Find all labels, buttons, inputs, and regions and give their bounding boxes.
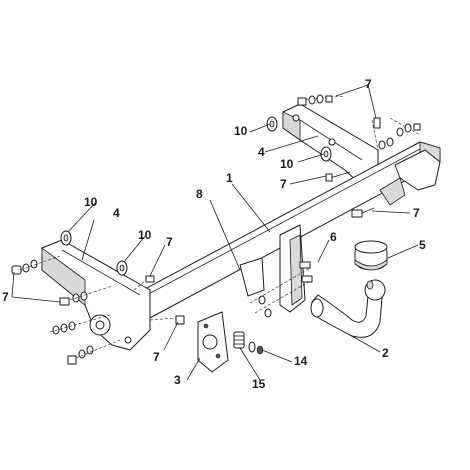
callout-3: 3 <box>174 373 181 387</box>
hardware-sets <box>11 94 421 365</box>
leader-lines <box>11 84 419 381</box>
callout-7-left-bracket: 7 <box>166 235 173 249</box>
callout-6: 6 <box>330 230 337 244</box>
callout-7-far-left: 7 <box>2 290 9 304</box>
callout-4-right: 4 <box>258 145 265 159</box>
left-side-bracket <box>41 239 151 351</box>
spring-assembly <box>233 331 264 355</box>
callout-10-left: 10 <box>84 195 98 209</box>
callout-2: 2 <box>382 346 389 360</box>
callout-7-center: 7 <box>280 177 287 191</box>
right-side-bracket <box>282 103 379 187</box>
callout-4-left: 4 <box>113 206 120 220</box>
callout-10-right-lower: 10 <box>280 157 294 171</box>
callout-5: 5 <box>419 238 426 252</box>
callout-7-right: 7 <box>413 206 420 220</box>
callout-10-right-upper: 10 <box>234 124 248 138</box>
callout-10-left-lower: 10 <box>138 228 152 242</box>
callout-7-lower: 7 <box>153 350 160 364</box>
ball-cover <box>354 240 388 271</box>
towball-neck <box>310 279 386 338</box>
callout-14: 14 <box>294 354 308 368</box>
callout-15: 15 <box>252 377 266 391</box>
socket-plate <box>197 311 229 373</box>
callout-1: 1 <box>226 171 233 185</box>
center-mount <box>239 224 306 313</box>
callout-8: 8 <box>196 187 203 201</box>
callout-7-top-right: 7 <box>365 77 372 91</box>
main-crossbar <box>114 141 441 327</box>
callout-labels: 1 2 3 4 4 5 6 7 7 7 7 7 7 8 10 10 10 10 … <box>2 77 426 391</box>
